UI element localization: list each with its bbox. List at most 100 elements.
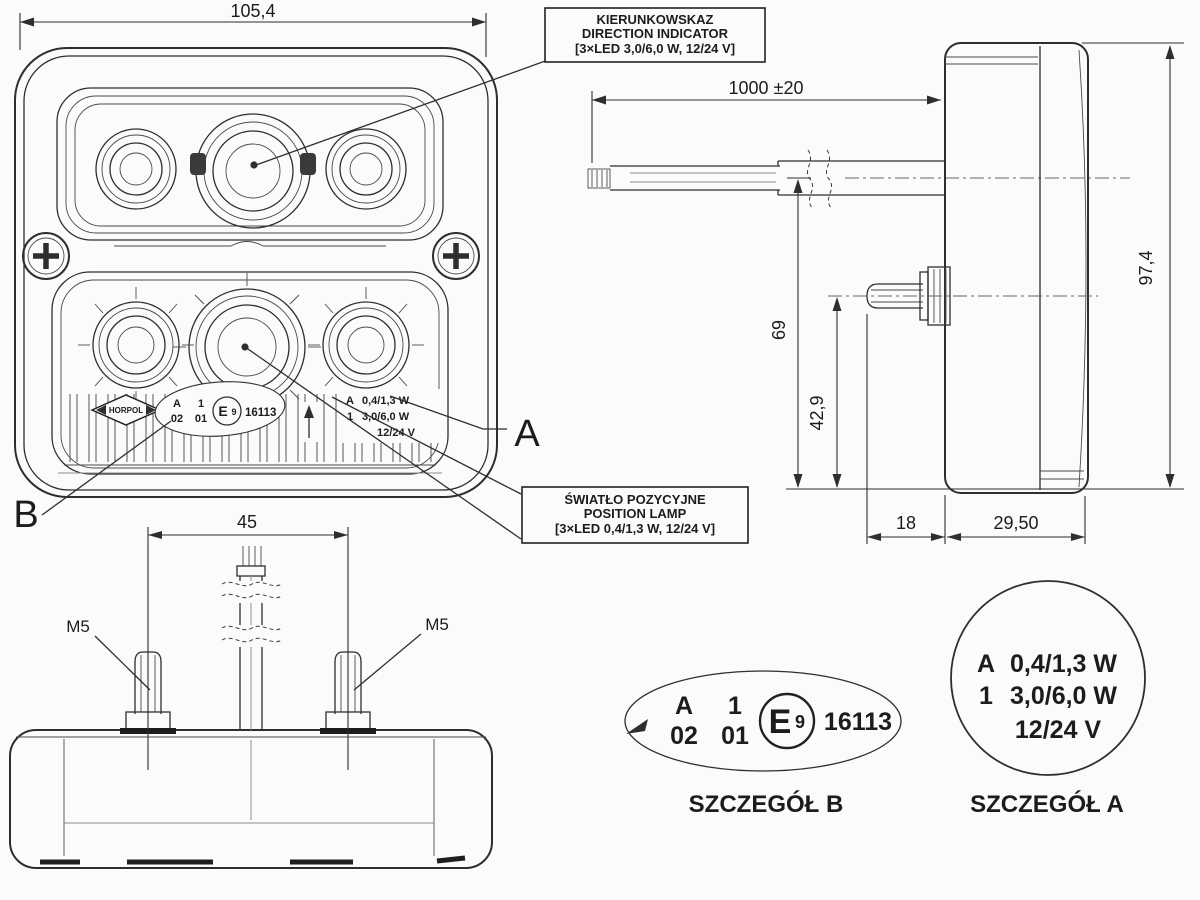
dim-overall-height: 97,4 <box>786 42 1184 490</box>
bottom-view <box>9 546 493 869</box>
dim-body-depth: 29,50 <box>947 496 1086 544</box>
thread-label-right: M5 <box>425 615 449 634</box>
position-lamp-label-box: ŚWIATŁO POZYCYJNE POSITION LAMP [3×LED 0… <box>521 486 749 544</box>
dim-stud-axis-height-text: 42,9 <box>807 395 827 430</box>
detail-b-e-circle <box>758 692 816 750</box>
detail-b-e-letter: E <box>769 703 792 741</box>
position-lens-right <box>308 287 424 403</box>
detail-a-row1-key: A <box>977 650 995 678</box>
dim-stud-spacing-text: 45 <box>237 512 257 532</box>
dim-front-width-text: 105,4 <box>230 1 275 21</box>
cable-break-mark <box>825 149 833 209</box>
section-divider <box>114 241 386 247</box>
marking-col1-bottom: 02 <box>171 413 183 425</box>
position-label-line1: ŚWIATŁO POZYCYJNE <box>564 492 706 507</box>
front-body-inner-outline <box>23 55 489 491</box>
side-body <box>944 42 1089 494</box>
ref-letter-a: A <box>514 413 540 455</box>
leader-m5-left <box>94 635 151 691</box>
dim-stud-length: 18 <box>866 314 946 544</box>
panel-row3-value: 12/24 V <box>377 427 416 439</box>
brand-text: HORPOL <box>109 406 143 415</box>
detail-b-arrow-icon <box>626 719 648 734</box>
position-label-line2: POSITION LAMP <box>584 506 687 521</box>
mounting-stud-side <box>828 266 1098 326</box>
detail-a-row2-value: 3,0/6,0 W <box>1010 682 1117 710</box>
detail-b-e-number: 9 <box>795 712 805 732</box>
front-view: HORPOL A 02 1 01 E 9 16113 A 0,4/1,3 W 1… <box>14 47 498 498</box>
indicator-bezel <box>56 87 444 241</box>
lens-markings: HORPOL A 02 1 01 E 9 16113 A 0,4/1,3 W 1… <box>90 381 447 443</box>
side-view <box>587 42 1130 494</box>
sunburst-left <box>78 287 194 403</box>
detail-b-title: SZCZEGÓŁ B <box>689 790 844 818</box>
detail-b-col2-bottom: 01 <box>721 722 749 750</box>
detail-a-row1-value: 0,4/1,3 W <box>1010 650 1117 678</box>
sunburst-right <box>308 287 424 403</box>
position-label-line3: [3×LED 0,4/1,3 W, 12/24 V] <box>555 521 715 536</box>
orientation-arrow-icon <box>304 405 314 438</box>
dimensions: 105,4 1000 ±20 97,4 69 42,9 <box>19 1 1184 770</box>
screw-right-icon <box>432 232 480 280</box>
cable-break-mark <box>806 149 814 209</box>
detail-b-col1-bottom: 02 <box>670 722 698 750</box>
e-mark-circle <box>212 396 242 426</box>
position-lens-left <box>78 287 194 403</box>
dim-cable-axis-height-text: 69 <box>769 320 789 340</box>
dim-stud-length-text: 18 <box>896 513 916 533</box>
leader-detail-b <box>41 420 172 516</box>
leader-position-lamp-2 <box>331 396 522 495</box>
detail-a-circle <box>950 580 1146 776</box>
indicator-label-line2: DIRECTION INDICATOR <box>582 26 729 41</box>
leader-position-lamp-1 <box>244 346 522 540</box>
approval-ellipse <box>154 381 286 437</box>
panel-row1-key: A <box>346 395 354 407</box>
cable-side <box>587 149 1130 209</box>
marking-col2-top: 1 <box>198 398 204 410</box>
marking-col2-bottom: 01 <box>195 413 207 425</box>
panel-row1-value: 0,4/1,3 W <box>362 395 410 407</box>
leader-dot-indicator <box>250 161 258 169</box>
indicator-lens-left <box>95 128 177 210</box>
detail-b-ellipse <box>624 670 902 772</box>
position-bezel <box>51 271 449 475</box>
indicator-label-line1: KIERUNKOWSKAZ <box>597 12 714 27</box>
e-mark-letter: E <box>218 403 227 419</box>
homologation-number: 16113 <box>245 407 276 419</box>
leader-direction-indicator <box>255 59 549 166</box>
power-panel-backdrop <box>337 389 447 443</box>
detail-a-row3-value: 12/24 V <box>1015 716 1102 744</box>
e-mark-number: 9 <box>231 407 236 417</box>
leader-m5-right <box>353 633 422 691</box>
detail-a-row2-key: 1 <box>979 682 993 710</box>
thread-label-left: M5 <box>66 617 90 636</box>
ref-letter-b: B <box>13 494 38 536</box>
leader-dot-position <box>241 343 249 351</box>
indicator-lens-center <box>195 113 311 229</box>
panel-row2-key: 1 <box>347 411 353 423</box>
marking-col1-top: A <box>173 398 181 410</box>
dim-cable-length: 1000 ±20 <box>591 78 941 163</box>
front-body-outline <box>14 47 498 498</box>
annotations: A B M5 M5 KIERUNKOWSKAZ DIRECTION INDICA… <box>13 7 766 691</box>
detail-a-title: SZCZEGÓŁ A <box>970 790 1124 818</box>
screw-left-icon <box>22 232 70 280</box>
detail-b-col1-top: A <box>675 692 693 720</box>
dim-stud-axis-height: 42,9 <box>807 297 842 488</box>
panel-row2-value: 3,0/6,0 W <box>362 411 410 423</box>
detail-a: A 0,4/1,3 W 1 3,0/6,0 W 12/24 V SZCZEGÓŁ… <box>950 580 1146 818</box>
detail-b: A 02 1 01 E 9 16113 SZCZEGÓŁ B <box>624 670 902 818</box>
indicator-label-line3: [3×LED 3,0/6,0 W, 12/24 V] <box>575 41 735 56</box>
direction-indicator-label-box: KIERUNKOWSKAZ DIRECTION INDICATOR [3×LED… <box>544 7 766 63</box>
lens-connector-right <box>300 153 316 175</box>
dim-cable-axis-height: 69 <box>769 177 811 488</box>
cable-bottom <box>220 546 284 820</box>
lens-profile-curve <box>1078 49 1087 488</box>
dim-cable-length-text: 1000 ±20 <box>729 78 804 98</box>
detail-b-homologation: 16113 <box>824 708 892 736</box>
detail-b-col2-top: 1 <box>728 692 742 720</box>
dim-stud-spacing: 45 <box>147 512 349 770</box>
leader-detail-a <box>389 395 507 430</box>
